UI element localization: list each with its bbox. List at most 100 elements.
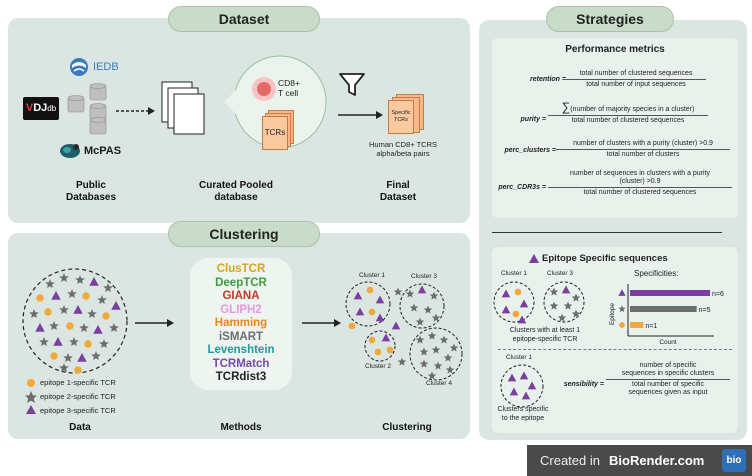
epitope3-triangle <box>375 313 385 322</box>
epitope2-star <box>67 289 77 298</box>
epitope2-star <box>618 305 626 313</box>
label-final-dataset: Final Dataset <box>379 180 417 203</box>
footer-logo-text: bio <box>726 455 742 466</box>
axis-epitope-label: Epitope <box>609 303 616 325</box>
epitope1-dot <box>619 322 625 328</box>
method-deeptcr: DeepTCR <box>215 276 267 289</box>
ep-cluster3-label: Cluster 3 <box>546 270 573 277</box>
legend-epitope2-icon <box>25 391 37 403</box>
footer-created-text: Created in <box>540 453 600 468</box>
epitope1-dot <box>82 292 90 300</box>
epitope3-triangle <box>73 305 83 314</box>
clustering-title: Clustering <box>168 221 320 247</box>
sensibility-fraction: number of specific sequences in specific… <box>606 362 730 397</box>
metric-perccdr3s-numerator: number of sequences in clusters with a p… <box>548 170 732 188</box>
epitope3-triangle <box>501 305 511 314</box>
ep2-cluster-circle <box>500 364 544 408</box>
database-icon <box>67 83 107 135</box>
epitope2-star <box>91 351 101 360</box>
metric-perccdr3s-fraction: number of sequences in clusters with a p… <box>548 170 732 197</box>
epitope2-star <box>45 279 55 288</box>
vdjdb-dj: DJ <box>33 102 48 114</box>
epitope1-dot <box>512 310 520 318</box>
ep-cluster3-circle <box>543 281 585 323</box>
ep-caption: Clusters with at least 1 epitope-specifi… <box>509 327 581 343</box>
cluster2-label: Cluster 2 <box>364 363 391 370</box>
epitope-title: Epitope Specific sequences <box>542 253 668 264</box>
biorender-footer[interactable]: Created in BioRender.com bio <box>527 445 752 476</box>
epitope2-star <box>571 293 581 302</box>
metric-percclusters-name: perc_clusters = <box>504 147 556 154</box>
method-tcrdist3: TCRdist3 <box>215 371 267 383</box>
tcrs-card: TCRs <box>262 110 294 150</box>
label-clustering: Clustering <box>382 422 432 433</box>
legend-epitope1-icon <box>27 379 35 387</box>
bar-n=5 <box>630 306 697 312</box>
metric-percclusters-denominator: total number of clusters <box>606 151 680 158</box>
documents-stack-icon <box>161 81 205 135</box>
epitope1-dot <box>74 366 82 374</box>
epitope2-star <box>563 301 573 310</box>
epitope2-star <box>549 301 559 310</box>
tcrs-label: TCRs <box>262 116 288 150</box>
epitope2-star <box>427 371 437 380</box>
epitope3-triangle <box>53 337 63 346</box>
epitope2-star <box>393 287 403 296</box>
cluster4-circle <box>409 327 463 381</box>
epitope1-dot <box>66 322 74 330</box>
metric-percclusters-fraction: number of clusters with a purity (cluste… <box>556 140 730 159</box>
mcpas-label: McPAS <box>84 145 122 157</box>
performance-box <box>492 38 738 218</box>
epitope2-star <box>449 343 459 352</box>
epitope-box <box>492 247 738 433</box>
method-tcrmatch: TCRMatch <box>212 357 270 370</box>
metric-purity-denominator: total number of clustered sequences <box>571 117 685 124</box>
epitope3-triangle <box>93 325 103 334</box>
method-clustcr: ClusTCR <box>216 263 266 275</box>
metric-purity-name: purity = <box>520 116 546 123</box>
ep2-cluster-label: Cluster 1 <box>505 354 532 361</box>
vdjdb-db: db <box>47 104 57 113</box>
epitope1-dot <box>368 336 376 344</box>
epitope2-star <box>79 323 89 332</box>
dataset-title: Dataset <box>168 6 320 32</box>
metric-retention-fraction: total number of clustered sequences tota… <box>566 70 706 89</box>
method-hamming: Hamming <box>214 317 268 329</box>
epitope2-star <box>397 357 407 366</box>
bar-n=6 <box>630 290 710 296</box>
label-data: Data <box>69 422 91 433</box>
epitope3-triangle <box>77 353 87 362</box>
epitope2-star <box>87 309 97 318</box>
epitope3-triangle <box>521 391 531 400</box>
epitope3-triangle <box>89 277 99 286</box>
epitope1-dot <box>50 352 58 360</box>
dashed-circle <box>22 268 128 374</box>
epitope3-triangle <box>519 371 529 380</box>
final-caption: Human CD8+ TCRS alpha/beta pairs <box>368 140 437 158</box>
epitope2-star <box>423 305 433 314</box>
epitope2-star <box>427 331 437 340</box>
epitope2-star <box>99 339 109 348</box>
metric-purity-numerator-text: (number of majority species in a cluster… <box>570 106 695 113</box>
bar-label: n=1 <box>645 323 657 330</box>
epitope3-triangle <box>111 301 121 310</box>
epitope2-star <box>431 313 441 322</box>
epitope3-triangle <box>353 291 363 300</box>
epitope2-star <box>431 345 441 354</box>
epitope1-dot <box>366 286 374 294</box>
method-giana: GIANA <box>222 290 260 302</box>
sum-symbol: ∑ <box>561 100 571 114</box>
epitope3-triangle <box>519 299 529 308</box>
vdjdb-logo: VDJdb <box>23 97 59 120</box>
epitope-clusters-diagram <box>493 281 585 324</box>
epitope3-triangle <box>527 381 537 390</box>
cluster2-circle <box>364 330 396 362</box>
metric-percclusters-numerator: number of clusters with a purity (cluste… <box>556 140 730 150</box>
vdjdb-v: V <box>25 102 34 114</box>
epitope2-star <box>59 305 69 314</box>
specificities-title: Specificities: <box>634 269 679 278</box>
epitope2-star <box>445 365 455 374</box>
epitope2-star <box>549 287 559 296</box>
legend-epitope2-label: epitope 2-specific TCR <box>40 392 116 401</box>
